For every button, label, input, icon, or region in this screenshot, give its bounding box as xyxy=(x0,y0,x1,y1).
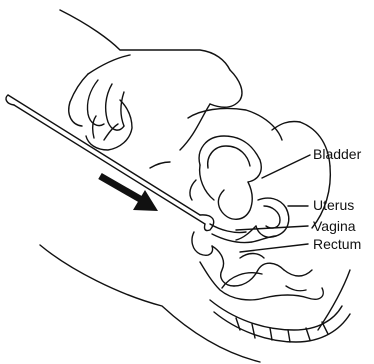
insertion-direction-arrow xyxy=(100,176,158,211)
label-vagina: Vagina xyxy=(313,218,356,234)
label-bladder: Bladder xyxy=(313,146,362,162)
label-uterus: Uterus xyxy=(313,197,354,213)
bladder-organ xyxy=(190,136,261,219)
rectum-organ xyxy=(192,232,323,300)
hand-illustration xyxy=(60,10,242,150)
sacrum-bone xyxy=(210,273,350,342)
swab-stick xyxy=(6,95,214,231)
label-rectum: Rectum xyxy=(313,236,361,252)
body-outline xyxy=(40,108,350,362)
uterus-organ xyxy=(236,198,289,240)
